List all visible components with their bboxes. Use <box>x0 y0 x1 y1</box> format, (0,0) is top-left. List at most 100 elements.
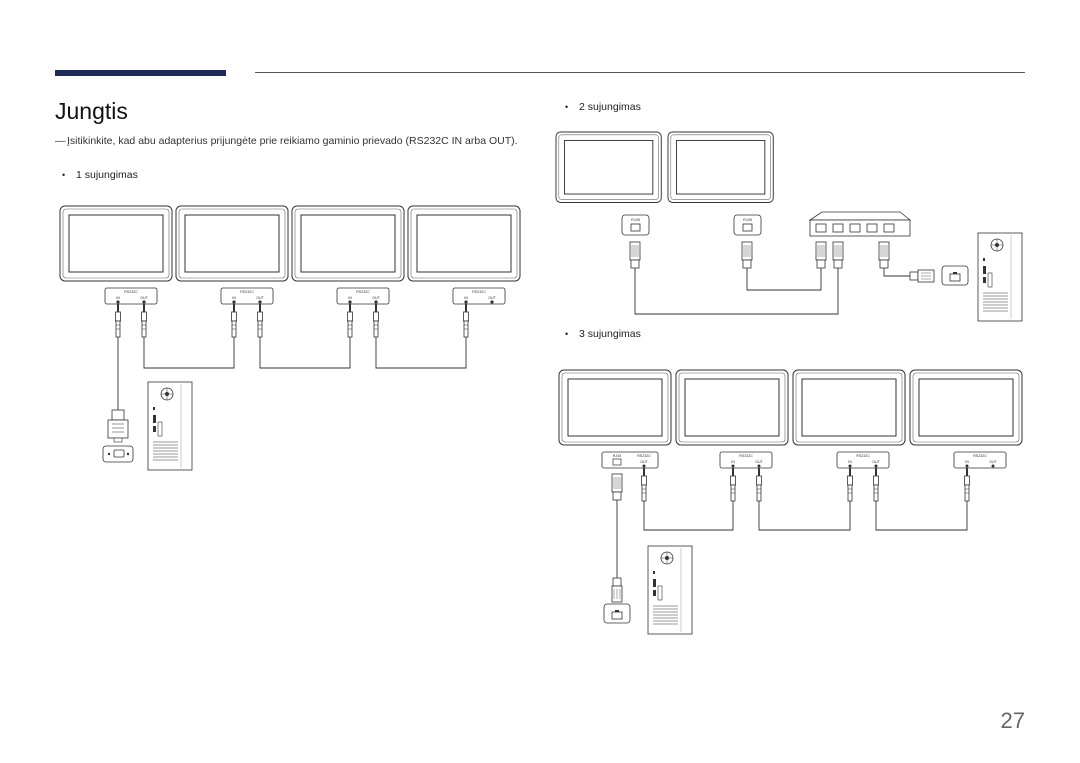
cable <box>643 501 734 531</box>
port-label-rj45: RJ45 <box>613 454 621 458</box>
rj45-plug-icon <box>815 241 827 269</box>
stereo-jack-icon <box>641 467 647 502</box>
note-paragraph: ―Įsitikinkite, kad abu adapterius prijun… <box>55 134 525 149</box>
rs232c-port-box: RS232C IN OUT <box>953 451 1007 469</box>
rs232c-port-box: RS232C IN OUT <box>452 287 506 305</box>
diagram-3: RJ45 RS232C OUT RS232C IN OUT RS232C IN … <box>558 369 1023 635</box>
cable <box>875 501 968 531</box>
rs232c-port-box: RS232C IN OUT <box>336 287 390 305</box>
note-dash: ― <box>55 135 66 147</box>
port-label-rj45: RJ45 <box>743 218 752 222</box>
rj45-rs232c-port-box: RJ45 RS232C OUT <box>601 451 659 469</box>
section-3-label: 3 sujungimas <box>579 328 641 340</box>
bullet-icon: • <box>62 170 66 180</box>
network-hub-icon <box>808 211 912 237</box>
cable <box>375 337 467 369</box>
stereo-jack-icon <box>756 467 762 502</box>
rj45-plug-icon <box>611 577 623 603</box>
serial-adapter-icon <box>107 409 129 443</box>
bullet-icon: • <box>565 102 569 112</box>
display-monitor <box>909 369 1023 446</box>
section-2-label: 2 sujungimas <box>579 101 641 113</box>
port-label-rs232c: RS232C <box>472 290 486 294</box>
port-label-out: OUT <box>989 460 997 464</box>
port-label-out: OUT <box>256 296 264 300</box>
pc-tower-icon <box>647 545 693 635</box>
port-label-in: IN <box>348 296 352 300</box>
display-monitor <box>555 131 662 203</box>
port-label-rs232c: RS232C <box>356 290 370 294</box>
page-number: 27 <box>1000 708 1025 733</box>
stereo-jack-icon <box>730 467 736 502</box>
pc-tower-icon <box>977 232 1023 322</box>
rs232c-port-box: RS232C IN OUT <box>719 451 773 469</box>
section-2-heading: • 2 sujungimas <box>565 101 641 113</box>
port-label-rj45: RJ45 <box>631 218 640 222</box>
display-monitor <box>407 205 521 282</box>
rj45-port-box: RJ45 <box>621 214 650 236</box>
port-label-rs232c: RS232C <box>637 454 651 458</box>
cable <box>634 268 839 315</box>
rs232c-port-box: RS232C IN OUT <box>104 287 158 305</box>
rj45-plug-icon <box>832 241 844 269</box>
stereo-jack-icon <box>347 303 353 338</box>
stereo-jack-icon <box>115 303 121 338</box>
cable <box>143 337 235 369</box>
port-label-in: IN <box>116 296 120 300</box>
diagram-2: RJ45 RJ45 <box>555 131 1023 322</box>
rs232c-port-box: RS232C IN OUT <box>836 451 890 469</box>
display-monitor <box>667 131 774 203</box>
rj45-plug-icon <box>611 473 623 501</box>
cable <box>883 268 910 277</box>
header-accent-bar <box>55 70 226 76</box>
port-label-out: OUT <box>640 460 648 464</box>
stereo-jack-icon <box>847 467 853 502</box>
diagram-1: RS232C IN OUT RS232C IN OUT RS232C IN OU… <box>59 205 521 471</box>
port-label-out: OUT <box>140 296 148 300</box>
port-label-rs232c: RS232C <box>739 454 753 458</box>
port-label-in: IN <box>232 296 236 300</box>
stereo-jack-icon <box>373 303 379 338</box>
display-monitor <box>792 369 906 446</box>
port-label-rs232c: RS232C <box>973 454 987 458</box>
stereo-jack-icon <box>964 467 970 502</box>
section-1-label: 1 sujungimas <box>76 169 138 181</box>
port-label-in: IN <box>731 460 735 464</box>
port-label-out: OUT <box>372 296 380 300</box>
port-label-rs232c: RS232C <box>240 290 254 294</box>
port-label-in: IN <box>965 460 969 464</box>
stereo-jack-icon <box>231 303 237 338</box>
cable <box>259 337 351 369</box>
cable <box>758 501 851 531</box>
serial-port-icon <box>102 445 134 463</box>
rj45-plug-icon <box>878 241 890 269</box>
display-monitor <box>59 205 173 282</box>
page-title: Jungtis <box>55 98 128 124</box>
rj45-port-icon <box>603 603 631 624</box>
cable <box>746 268 822 291</box>
stereo-jack-icon <box>141 303 147 338</box>
bullet-icon: • <box>565 329 569 339</box>
stereo-jack-icon <box>873 467 879 502</box>
pc-tower-icon <box>147 381 193 471</box>
port-label-out: OUT <box>488 296 496 300</box>
port-label-rs232c: RS232C <box>124 290 138 294</box>
display-monitor <box>675 369 789 446</box>
rj45-plug-icon <box>741 241 753 269</box>
port-label-rs232c: RS232C <box>856 454 870 458</box>
port-label-in: IN <box>464 296 468 300</box>
section-3-heading: • 3 sujungimas <box>565 328 641 340</box>
port-label-out: OUT <box>872 460 880 464</box>
stereo-jack-icon <box>463 303 469 338</box>
note-text: Įsitikinkite, kad abu adapterius prijung… <box>67 135 518 147</box>
rj45-port-box: RJ45 <box>733 214 762 236</box>
display-monitor <box>291 205 405 282</box>
display-monitor <box>558 369 672 446</box>
header-rule <box>255 72 1025 73</box>
section-1-heading: • 1 sujungimas <box>62 169 138 181</box>
rj45-plug-icon <box>629 241 641 269</box>
rj45-plug-icon <box>909 269 935 283</box>
display-monitor <box>175 205 289 282</box>
stereo-jack-icon <box>257 303 263 338</box>
